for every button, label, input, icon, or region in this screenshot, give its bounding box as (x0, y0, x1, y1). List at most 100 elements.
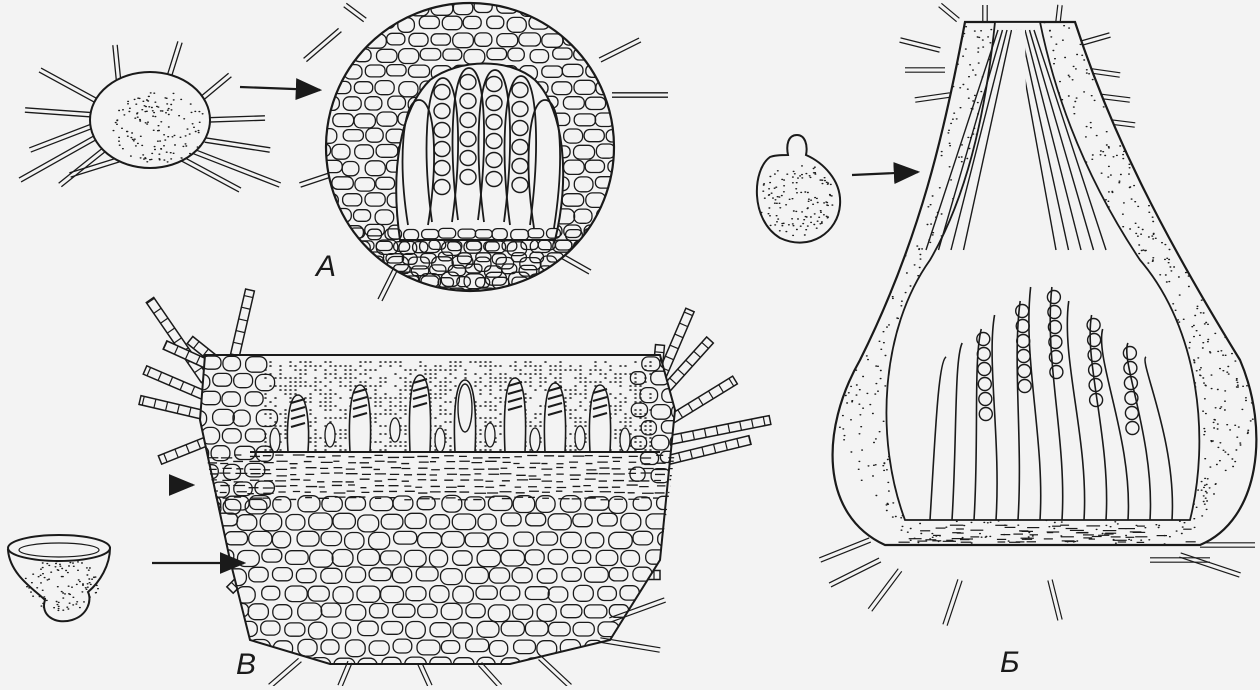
cell (342, 33, 363, 45)
cell (542, 289, 563, 303)
cell (547, 277, 565, 286)
cell (541, 2, 563, 16)
panel-label-v: В (236, 650, 256, 680)
cell (585, 1, 606, 14)
hypha (304, 28, 342, 61)
cell (348, 253, 363, 264)
cell (413, 290, 429, 299)
cell (563, 0, 585, 14)
hypha (983, 5, 987, 22)
hypha (599, 38, 641, 62)
cell (606, 34, 624, 46)
cell (549, 657, 571, 672)
cell (311, 113, 329, 124)
cell (309, 210, 329, 223)
cell (530, 278, 548, 287)
cell (375, 273, 394, 286)
cell (202, 532, 223, 548)
hypha (829, 558, 881, 587)
cell (609, 242, 624, 252)
hypha (269, 658, 302, 686)
hypha (538, 656, 571, 686)
ascus (287, 395, 308, 452)
cell (584, 277, 599, 286)
hypha (418, 663, 432, 686)
cell (584, 252, 600, 263)
cell (600, 252, 614, 261)
cell (520, 288, 536, 299)
apothecium-small-view (8, 535, 110, 621)
septum (655, 352, 664, 353)
cell (595, 273, 612, 286)
cell (333, 17, 352, 28)
cell (321, 289, 341, 302)
panel-label-b: Б (1000, 648, 1020, 678)
cell (201, 641, 222, 658)
cell (617, 113, 634, 128)
cleistothecium-small-view (19, 41, 281, 192)
cell (261, 659, 285, 676)
hypha (378, 269, 397, 301)
cell (597, 241, 617, 253)
cell (592, 288, 608, 298)
cell (189, 658, 212, 672)
cell (310, 81, 330, 94)
cell (189, 622, 212, 636)
cell (387, 0, 408, 14)
cell (668, 623, 688, 640)
hypha (1056, 5, 1062, 23)
cell (340, 266, 354, 277)
cell (359, 266, 376, 274)
hypha (612, 93, 668, 97)
young-ascus (530, 428, 540, 452)
cell (520, 288, 539, 300)
cell (574, 18, 592, 31)
cell (618, 209, 636, 221)
cell (596, 17, 613, 29)
cell (644, 621, 665, 637)
cell (608, 226, 626, 241)
cell (353, 272, 372, 285)
cell (343, 289, 360, 303)
cell (658, 567, 677, 581)
cleistothecium-small-body (90, 72, 210, 168)
cell (619, 242, 640, 256)
perithecium-section (816, 2, 1260, 626)
cell (214, 622, 238, 639)
hypha (299, 173, 330, 187)
cell (553, 274, 575, 288)
cell (343, 258, 361, 272)
hypha (943, 579, 962, 625)
cell (333, 49, 354, 61)
cell (671, 469, 689, 483)
young-ascus (620, 428, 630, 452)
cell (607, 97, 629, 109)
cell (331, 230, 348, 241)
cell (323, 289, 340, 298)
young-ascus (435, 428, 445, 452)
hypha (25, 108, 95, 117)
cell (608, 258, 626, 269)
cell (584, 34, 602, 47)
cell (600, 277, 618, 287)
cell (620, 658, 640, 673)
young-ascus (390, 418, 400, 442)
ascus (589, 385, 610, 452)
cell (340, 241, 358, 252)
cell (646, 658, 667, 672)
cell (556, 289, 572, 300)
cell (393, 290, 409, 301)
ascus (544, 383, 565, 452)
cell (574, 274, 594, 287)
cell (618, 145, 638, 159)
cell (584, 257, 601, 272)
panel-label-a: A (316, 252, 336, 282)
hypha (1048, 579, 1062, 620)
septate-hypha (231, 289, 255, 356)
young-ascus (325, 423, 335, 447)
cell (646, 586, 668, 599)
hypha (915, 93, 951, 102)
young-ascus (485, 423, 495, 447)
hypha (868, 569, 902, 612)
